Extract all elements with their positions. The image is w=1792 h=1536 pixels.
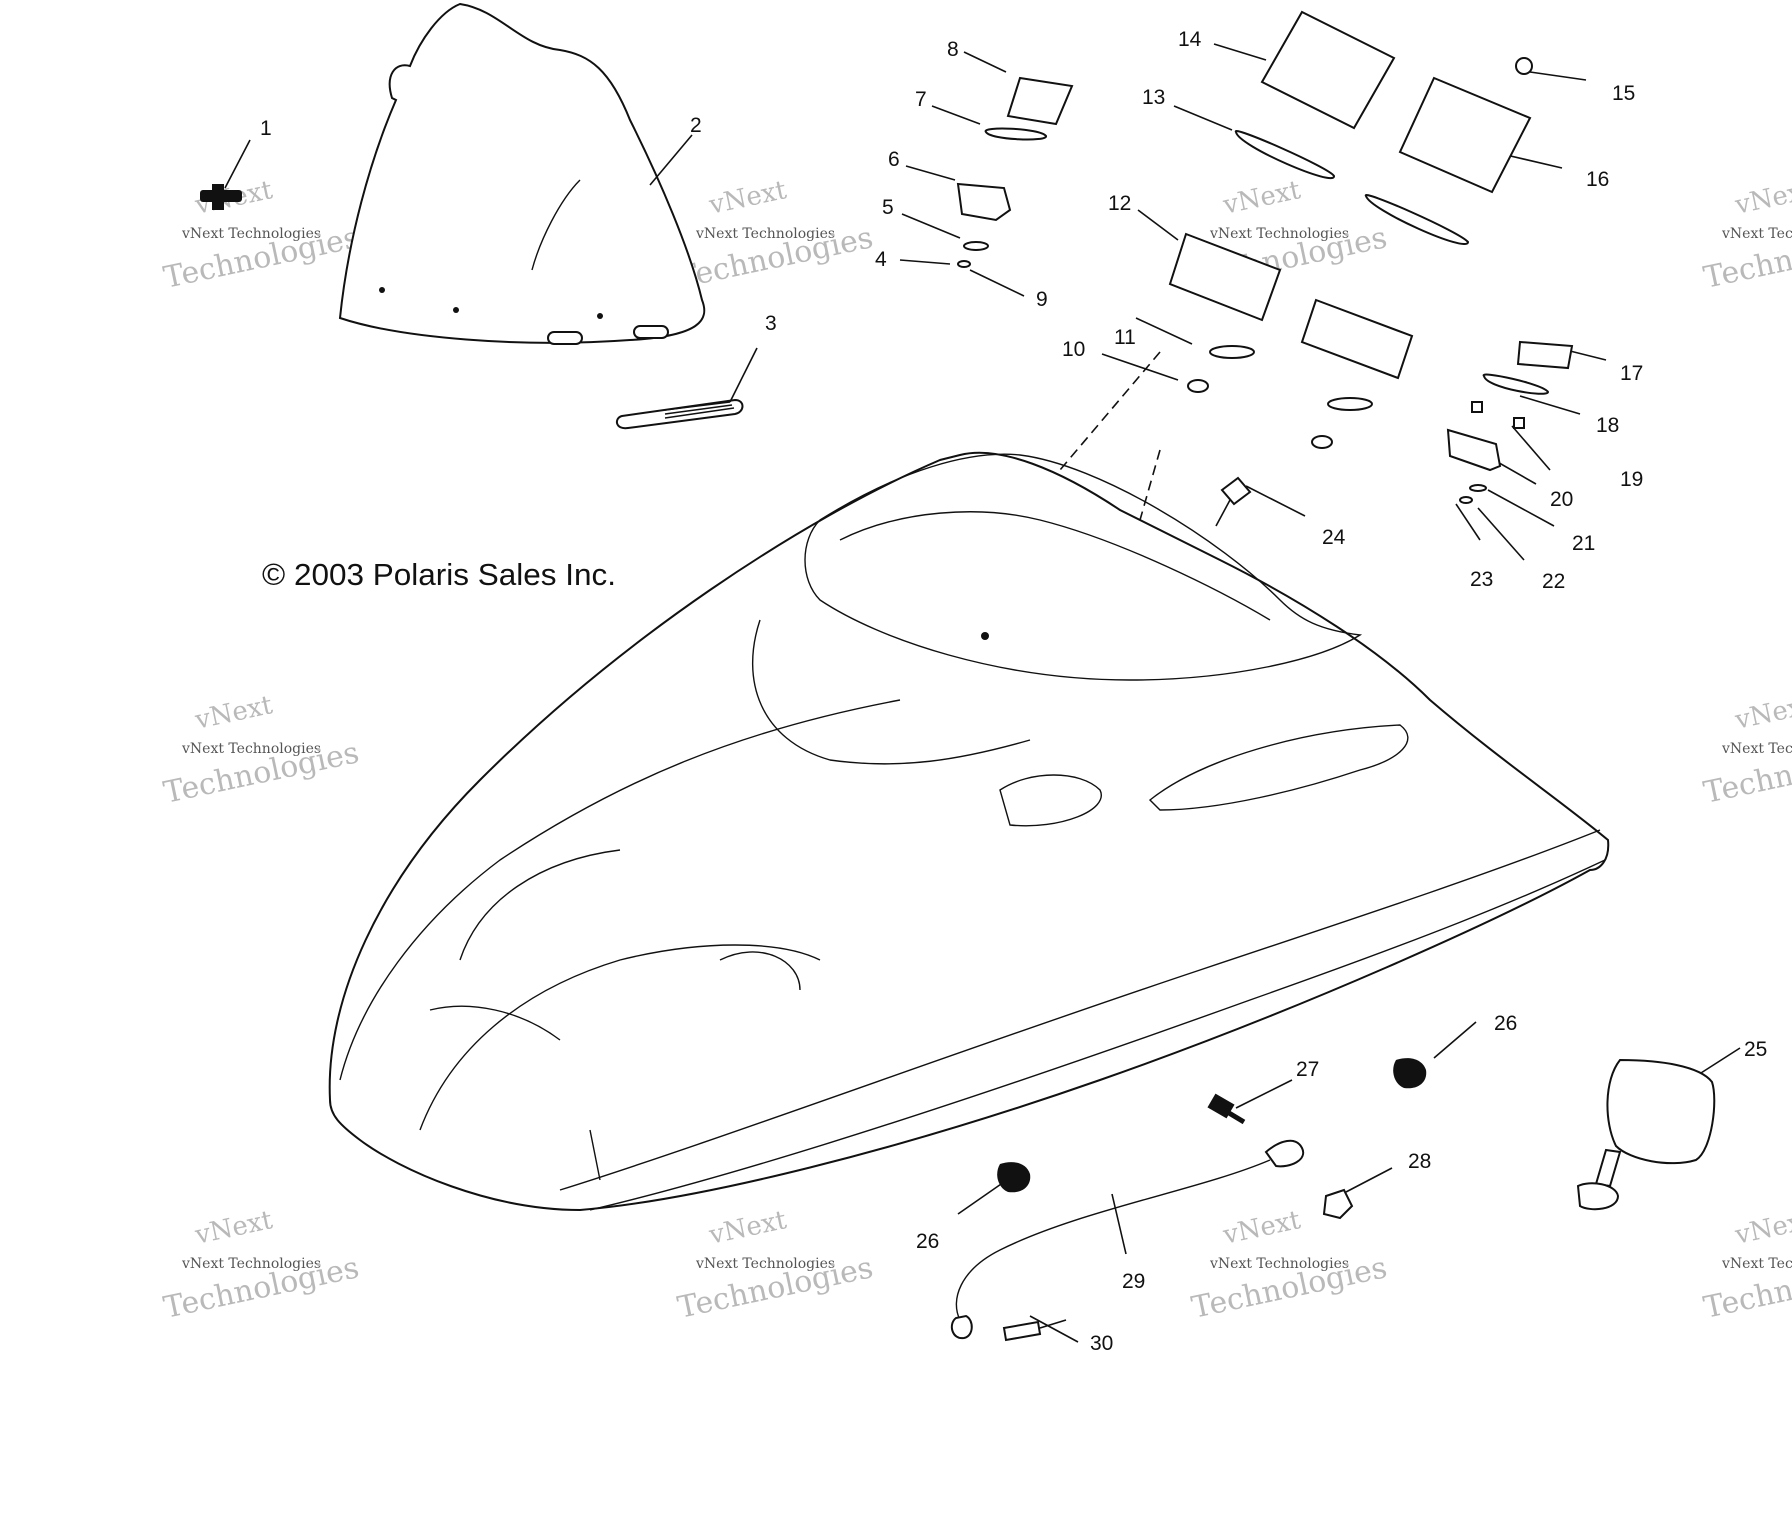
- watermark-caption: vNext Technologies: [1209, 226, 1349, 242]
- callout-26-upper: 26: [1494, 1012, 1517, 1035]
- callout-10: 10: [1062, 338, 1085, 361]
- callout-20: 20: [1550, 488, 1573, 511]
- watermark-vnext: vNext: [706, 1205, 790, 1251]
- callout-5: 5: [882, 196, 894, 219]
- callout-25: 25: [1744, 1038, 1767, 1061]
- watermark-caption: vNext Technologies: [181, 741, 321, 757]
- callout-23: 23: [1470, 568, 1493, 591]
- callout-1: 1: [260, 117, 272, 140]
- callout-15: 15: [1612, 82, 1635, 105]
- watermark-caption: vNext Technologies: [1209, 1256, 1349, 1272]
- watermark-vnext: vNext: [1732, 175, 1792, 221]
- callout-21: 21: [1572, 532, 1595, 555]
- watermark-caption: vNext Technologies: [695, 226, 835, 242]
- right-gauge-stack: [1300, 76, 1574, 504]
- callout-29: 29: [1122, 1270, 1145, 1293]
- hardware: [950, 476, 1716, 1342]
- callout-8: 8: [947, 38, 959, 61]
- left-gauge-stack: [956, 76, 1074, 268]
- watermark-caption: vNext Technologies: [695, 1256, 835, 1272]
- callout-24: 24: [1322, 526, 1346, 549]
- callout-27: 27: [1296, 1058, 1319, 1081]
- callout-7: 7: [915, 88, 927, 111]
- callout-17: 17: [1620, 362, 1643, 385]
- callout-labels: 1 2 3 4 5 6 7 8 9 10 11 12 13 14 15 16 1…: [260, 28, 1767, 1355]
- watermark-caption: vNext Technologies: [1721, 1256, 1792, 1272]
- watermark-caption: vNext Technologies: [181, 1256, 321, 1272]
- watermark-vnext: vNext: [192, 1205, 276, 1251]
- callout-18: 18: [1596, 414, 1619, 437]
- hood: [328, 451, 1610, 1212]
- callout-14: 14: [1178, 28, 1202, 51]
- windshield-screw: [200, 184, 242, 210]
- watermark-vnext: vNext: [1220, 1205, 1304, 1251]
- callout-6: 6: [888, 148, 900, 171]
- callout-19: 19: [1620, 468, 1643, 491]
- watermark-caption: vNext Technologies: [1721, 741, 1792, 757]
- callout-30: 30: [1090, 1332, 1113, 1355]
- callout-2: 2: [690, 114, 702, 137]
- windshield-trim-strip: [615, 398, 744, 430]
- watermark-caption: vNext Technologies: [1721, 226, 1792, 242]
- callout-22: 22: [1542, 570, 1565, 593]
- callout-12: 12: [1108, 192, 1131, 215]
- callout-11: 11: [1114, 326, 1136, 349]
- watermark-caption: vNext Technologies: [181, 226, 321, 242]
- callout-28: 28: [1408, 1150, 1431, 1173]
- copyright-notice: © 2003 Polaris Sales Inc.: [262, 557, 616, 592]
- watermark-vnext: vNext: [706, 175, 790, 221]
- watermark-vnext: vNext: [1732, 1205, 1792, 1251]
- center-gauge-stack: [1168, 10, 1533, 393]
- leader-lines: [224, 43, 1741, 1343]
- watermark-vnext: vNext: [1220, 175, 1304, 221]
- callout-13: 13: [1142, 86, 1165, 109]
- windshield: [338, 2, 706, 345]
- callout-16: 16: [1586, 168, 1609, 191]
- watermark-vnext: vNext: [192, 690, 276, 736]
- callout-3: 3: [765, 312, 777, 335]
- callout-26-lower: 26: [916, 1230, 939, 1253]
- watermark-vnext: vNext: [1732, 690, 1792, 736]
- callout-4: 4: [875, 248, 887, 271]
- callout-9: 9: [1036, 288, 1048, 311]
